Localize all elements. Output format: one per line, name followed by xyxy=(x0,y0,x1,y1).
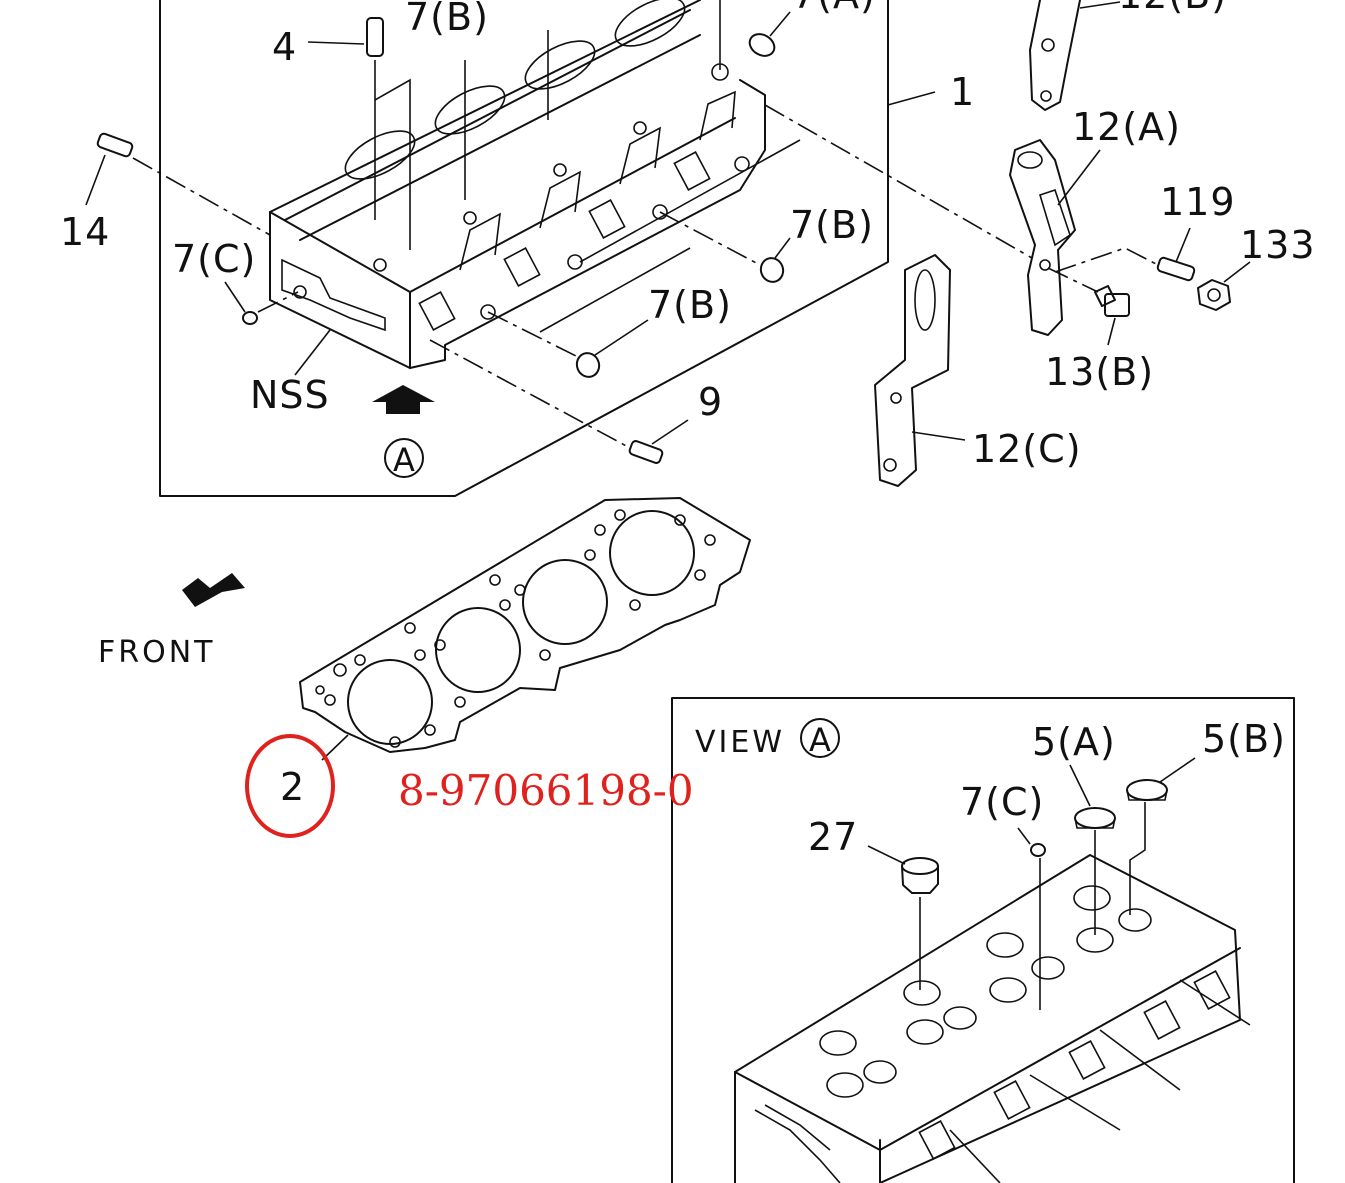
part-2-head-gasket xyxy=(299,497,751,761)
view-a-marker-circle xyxy=(384,438,424,478)
label-nss: NSS xyxy=(250,373,330,417)
label-part-7b-top: 7(B) xyxy=(405,0,489,39)
part-9-stud xyxy=(429,339,689,464)
label-view-a-circle: A xyxy=(809,721,832,759)
label-view-part-5a: 5(A) xyxy=(1032,720,1116,764)
label-part-14: 14 xyxy=(60,210,110,254)
part-7c-plug xyxy=(224,281,299,325)
view-part-27-plug xyxy=(867,845,939,990)
label-view-part-7c: 7(C) xyxy=(960,780,1044,824)
view-a-cylinder-head xyxy=(734,854,1251,1183)
view-part-5b-plug xyxy=(1126,757,1196,915)
part-12c-bracket xyxy=(874,254,966,487)
label-part-9: 9 xyxy=(698,380,723,424)
front-arrow-icon xyxy=(182,573,245,607)
label-part-133: 133 xyxy=(1240,223,1316,267)
part-133-nut xyxy=(1197,261,1251,311)
part-119-stud xyxy=(1054,227,1196,282)
label-part-119: 119 xyxy=(1160,180,1236,224)
label-part-1: 1 xyxy=(950,70,975,114)
label-part-7c: 7(C) xyxy=(172,237,256,281)
head-group-frame xyxy=(159,0,889,497)
label-part-7a: 7(A) xyxy=(792,0,876,17)
label-part-12b: 12(B) xyxy=(1118,0,1227,17)
part-7a-plug xyxy=(748,11,791,57)
label-part-2: 2 xyxy=(280,765,305,809)
part-4-valve-guide xyxy=(307,17,384,220)
label-view-title: VIEW xyxy=(695,725,785,760)
part-12b-bracket xyxy=(1029,0,1121,111)
view-a-title-circle xyxy=(800,718,840,758)
part-12a-bracket xyxy=(764,104,1101,336)
label-part-7b-mid: 7(B) xyxy=(648,283,732,327)
highlight-circle xyxy=(245,734,335,838)
view-a-inset-frame xyxy=(671,697,1295,1183)
label-view-part-27: 27 xyxy=(808,815,858,859)
label-part-4: 4 xyxy=(272,25,297,69)
view-part-7c-plug xyxy=(1017,827,1046,1010)
label-view-part-5b: 5(B) xyxy=(1202,717,1286,761)
label-part-7b-right: 7(B) xyxy=(790,203,874,247)
cylinder-head xyxy=(269,0,766,369)
part-number: 8-97066198-0 xyxy=(398,766,694,815)
label-part-12c: 12(C) xyxy=(972,427,1082,471)
label-part-13b: 13(B) xyxy=(1045,350,1154,394)
part-7b-plugs xyxy=(487,139,801,378)
view-part-5a-plug xyxy=(1069,764,1116,935)
part-14-stud xyxy=(85,132,271,236)
part-13b-bolt xyxy=(1047,267,1130,346)
label-front: FRONT xyxy=(98,635,215,670)
label-view-a-marker: A xyxy=(393,441,416,479)
label-part-12a: 12(A) xyxy=(1072,105,1181,149)
view-a-arrow-icon xyxy=(372,385,435,414)
